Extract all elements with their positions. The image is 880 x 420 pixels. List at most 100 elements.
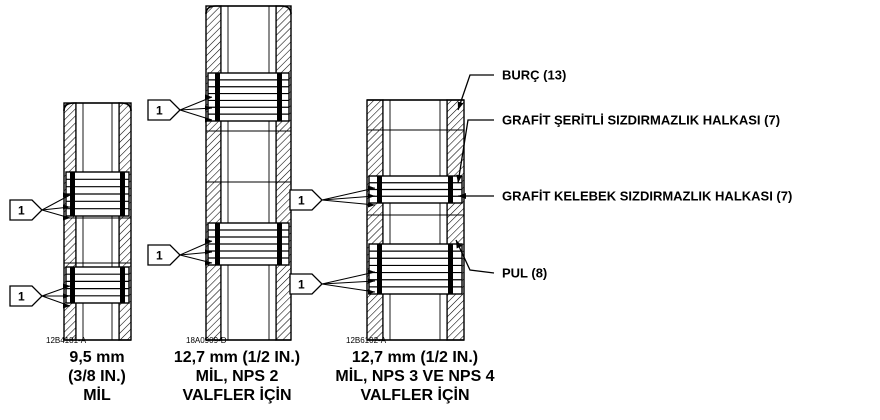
marker-arrowhead: [205, 105, 212, 111]
marker-arrowhead: [63, 283, 70, 289]
marker-flag-outline: [289, 273, 323, 295]
caption-line: 12,7 mm (1/2 IN.): [173, 349, 301, 366]
stem-bore: [382, 99, 448, 341]
marker-leader-line: [179, 96, 213, 111]
packing-assembly-1: 12B4181-A: [46, 102, 132, 345]
marker-flag-2-2: 1: [147, 238, 213, 266]
callout-label: GRAFİT ŞERİTLİ SIZDIRMAZLIK HALKASI (7): [502, 113, 780, 128]
housing-top-cap: [63, 102, 132, 112]
callout-label: GRAFİT KELEBEK SIZDIRMAZLIK HALKASI (7): [502, 189, 792, 204]
marker-flag-outline: [9, 285, 43, 307]
marker-arrowhead: [368, 289, 375, 295]
marker-number: 1: [298, 278, 305, 292]
ring-edge-left: [377, 244, 382, 294]
stem-bore: [220, 5, 277, 341]
caption-line: 9,5 mm: [69, 349, 125, 366]
housing-top-cap: [205, 5, 292, 15]
marker-arrowhead: [368, 269, 375, 275]
marker-flag-outline: [147, 244, 181, 266]
marker-leader-line: [41, 194, 71, 211]
ring-edge-left: [70, 267, 75, 303]
marker-arrowhead: [63, 293, 70, 299]
marker-arrowhead: [63, 303, 70, 309]
marker-leader-line: [179, 240, 213, 256]
marker-arrowhead: [368, 193, 375, 199]
callout-3: GRAFİT KELEBEK SIZDIRMAZLIK HALKASI (7): [458, 189, 792, 204]
packing-ring-set: [207, 72, 290, 122]
caption-line: 12,7 mm (1/2 IN.): [351, 349, 479, 366]
part-number-label: 12B4181-A: [46, 336, 87, 345]
caption-assembly-3: 12,7 mm (1/2 IN.) MİL, NPS 3 VE NPS 4 VA…: [320, 348, 510, 405]
marker-arrowhead: [205, 260, 212, 266]
marker-arrowhead: [368, 185, 375, 191]
marker-flag-3-1: 1: [289, 185, 376, 211]
ring-edge-left: [215, 73, 220, 121]
ring-edge-right: [448, 176, 453, 203]
marker-flag-1-1: 1: [9, 192, 71, 221]
marker-flag-3-2: 1: [289, 269, 376, 295]
caption-line: VALFLER İÇİN: [182, 387, 292, 404]
marker-arrowhead: [63, 192, 70, 198]
callout-leader-line: [455, 239, 495, 274]
marker-number: 1: [18, 290, 25, 304]
stem-bore: [75, 102, 120, 341]
marker-arrowhead: [368, 202, 375, 208]
marker-flag-1-2: 1: [9, 283, 71, 309]
marker-arrowhead: [205, 238, 212, 244]
ring-edge-left: [70, 172, 75, 216]
marker-leader-line: [321, 283, 376, 293]
caption-line: MİL, NPS 3 VE NPS 4: [335, 368, 495, 385]
callout-4: PUL (8): [455, 239, 547, 281]
marker-number: 1: [18, 204, 25, 218]
ring-edge-right: [120, 172, 125, 216]
marker-arrowhead: [368, 278, 375, 284]
marker-leader-line: [321, 187, 376, 201]
ring-edge-right: [120, 267, 125, 303]
packing-ring-set: [368, 243, 463, 295]
packing-assembly-3: 12B6102-A: [346, 99, 465, 345]
marker-flag-outline: [289, 189, 323, 211]
callout-label: BURÇ (13): [502, 68, 566, 83]
marker-leader-line: [321, 280, 376, 285]
ring-edge-right: [448, 244, 453, 294]
marker-number: 1: [156, 104, 163, 118]
callout-arrowhead: [457, 101, 464, 110]
callout-1: BURÇ (13): [457, 68, 566, 111]
callout-leader-line: [457, 74, 494, 111]
caption-line: MİL, NPS 2: [195, 368, 279, 385]
caption-assembly-2: 12,7 mm (1/2 IN.) MİL, NPS 2 VALFLER İÇİ…: [162, 348, 312, 405]
caption-line: MİL: [83, 387, 111, 404]
housing-wall-right: [275, 5, 292, 341]
marker-arrowhead: [205, 117, 212, 123]
part-number-label: 12B6102-A: [346, 336, 387, 345]
ring-edge-right: [277, 223, 282, 265]
ring-edge-left: [377, 176, 382, 203]
callout-leader-line: [457, 119, 494, 184]
marker-leader-line: [321, 195, 376, 201]
marker-flag-outline: [9, 199, 43, 221]
marker-leader-line: [321, 199, 376, 206]
part-number-label: 18A0909-D: [186, 336, 227, 345]
housing-wall-left: [366, 99, 384, 341]
caption-line: (3/8 IN.): [68, 368, 126, 385]
marker-arrowhead: [205, 249, 212, 255]
housing-wall-left: [205, 5, 222, 341]
packing-assembly-2: 18A0909-D: [186, 5, 292, 345]
marker-flag-2-1: 1: [147, 94, 213, 123]
housing-wall-right: [118, 102, 132, 341]
callout-label: PUL (8): [502, 266, 547, 281]
caption-line: VALFLER İÇİN: [360, 387, 470, 404]
callout-arrowhead: [456, 174, 463, 183]
marker-arrowhead: [63, 204, 70, 210]
callout-arrowhead: [456, 240, 463, 249]
ring-edge-left: [215, 223, 220, 265]
packing-ring-set: [65, 266, 130, 304]
ring-edge-right: [277, 73, 282, 121]
housing-wall-right: [446, 99, 465, 341]
marker-arrowhead: [205, 94, 212, 100]
marker-number: 1: [156, 249, 163, 263]
callout-2: GRAFİT ŞERİTLİ SIZDIRMAZLIK HALKASI (7): [456, 113, 780, 184]
caption-assembly-1: 9,5 mm (3/8 IN.) MİL: [47, 348, 147, 405]
